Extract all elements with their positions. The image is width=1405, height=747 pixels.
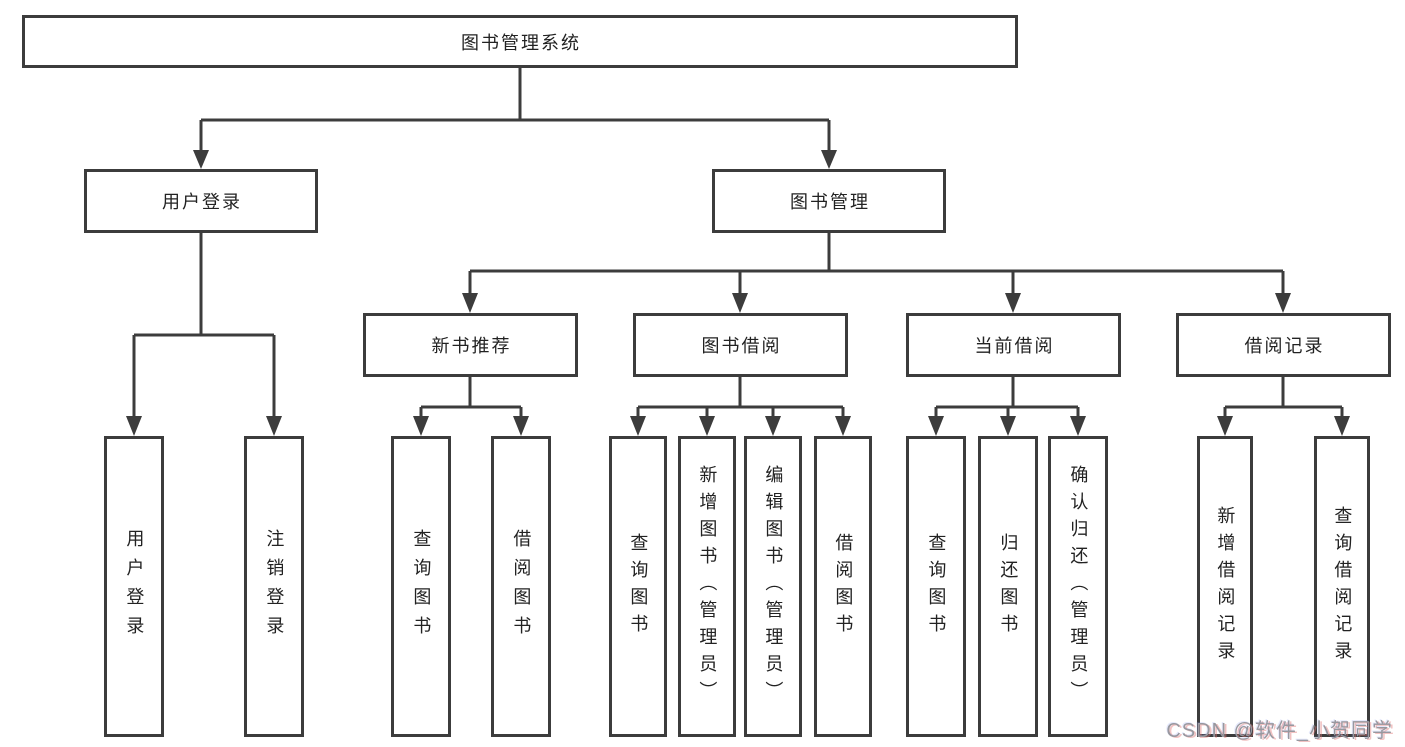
arrowhead bbox=[413, 416, 429, 436]
node-leaf-logout: 注销登录 bbox=[244, 436, 304, 737]
node-leaf-add-borrow-record: 新增借阅记录 bbox=[1197, 436, 1253, 737]
arrowhead bbox=[821, 150, 837, 169]
node-leaf-query-books-recommend: 查询图书 bbox=[391, 436, 451, 737]
node-user-login: 用户登录 bbox=[84, 169, 318, 233]
node-borrowing-records: 借阅记录 bbox=[1176, 313, 1391, 377]
arrowhead bbox=[1070, 416, 1086, 436]
arrowhead bbox=[1000, 416, 1016, 436]
node-leaf-confirm-return-admin: 确认归还（管理员） bbox=[1048, 436, 1108, 737]
node-leaf-edit-book-admin: 编辑图书（管理员） bbox=[744, 436, 802, 737]
arrowhead bbox=[1217, 416, 1233, 436]
node-leaf-borrow-books-borrowing: 借阅图书 bbox=[814, 436, 872, 737]
arrowhead bbox=[765, 416, 781, 436]
node-library-management-system: 图书管理系统 bbox=[22, 15, 1018, 68]
node-book-management: 图书管理 bbox=[712, 169, 946, 233]
arrowhead bbox=[732, 293, 748, 313]
arrowhead bbox=[1275, 293, 1291, 313]
arrowhead bbox=[462, 293, 478, 313]
arrowhead bbox=[1005, 293, 1021, 313]
node-leaf-borrow-books-recommend: 借阅图书 bbox=[491, 436, 551, 737]
edge-current-borrowing-to-leaves bbox=[934, 377, 1080, 416]
node-leaf-return-book: 归还图书 bbox=[978, 436, 1038, 737]
arrowhead bbox=[1334, 416, 1350, 436]
node-leaf-query-books-current: 查询图书 bbox=[906, 436, 966, 737]
node-new-book-recommendation: 新书推荐 bbox=[363, 313, 578, 377]
node-leaf-user-login: 用户登录 bbox=[104, 436, 164, 737]
node-book-borrowing: 图书借阅 bbox=[633, 313, 848, 377]
arrowhead bbox=[126, 416, 142, 436]
arrowhead bbox=[835, 416, 851, 436]
csdn-watermark: CSDN @软件_小贺同学 bbox=[1166, 720, 1393, 742]
edge-new-book-recommendation-to-leaves bbox=[419, 377, 523, 416]
edge-borrowing-records-to-leaves bbox=[1223, 377, 1344, 416]
arrowhead bbox=[266, 416, 282, 436]
edge-user-login-to-leaves bbox=[132, 233, 276, 416]
arrowhead bbox=[193, 150, 209, 169]
arrowhead bbox=[630, 416, 646, 436]
node-leaf-add-book-admin: 新增图书（管理员） bbox=[678, 436, 736, 737]
arrowhead bbox=[699, 416, 715, 436]
arrowhead bbox=[513, 416, 529, 436]
edge-root-to-level1 bbox=[199, 68, 831, 152]
node-current-borrowing: 当前借阅 bbox=[906, 313, 1121, 377]
edge-book-borrowing-to-leaves bbox=[636, 377, 845, 416]
arrowhead bbox=[928, 416, 944, 436]
node-leaf-query-borrow-record: 查询借阅记录 bbox=[1314, 436, 1370, 737]
edge-book-management-to-level2 bbox=[468, 233, 1285, 293]
node-leaf-query-books-borrowing: 查询图书 bbox=[609, 436, 667, 737]
